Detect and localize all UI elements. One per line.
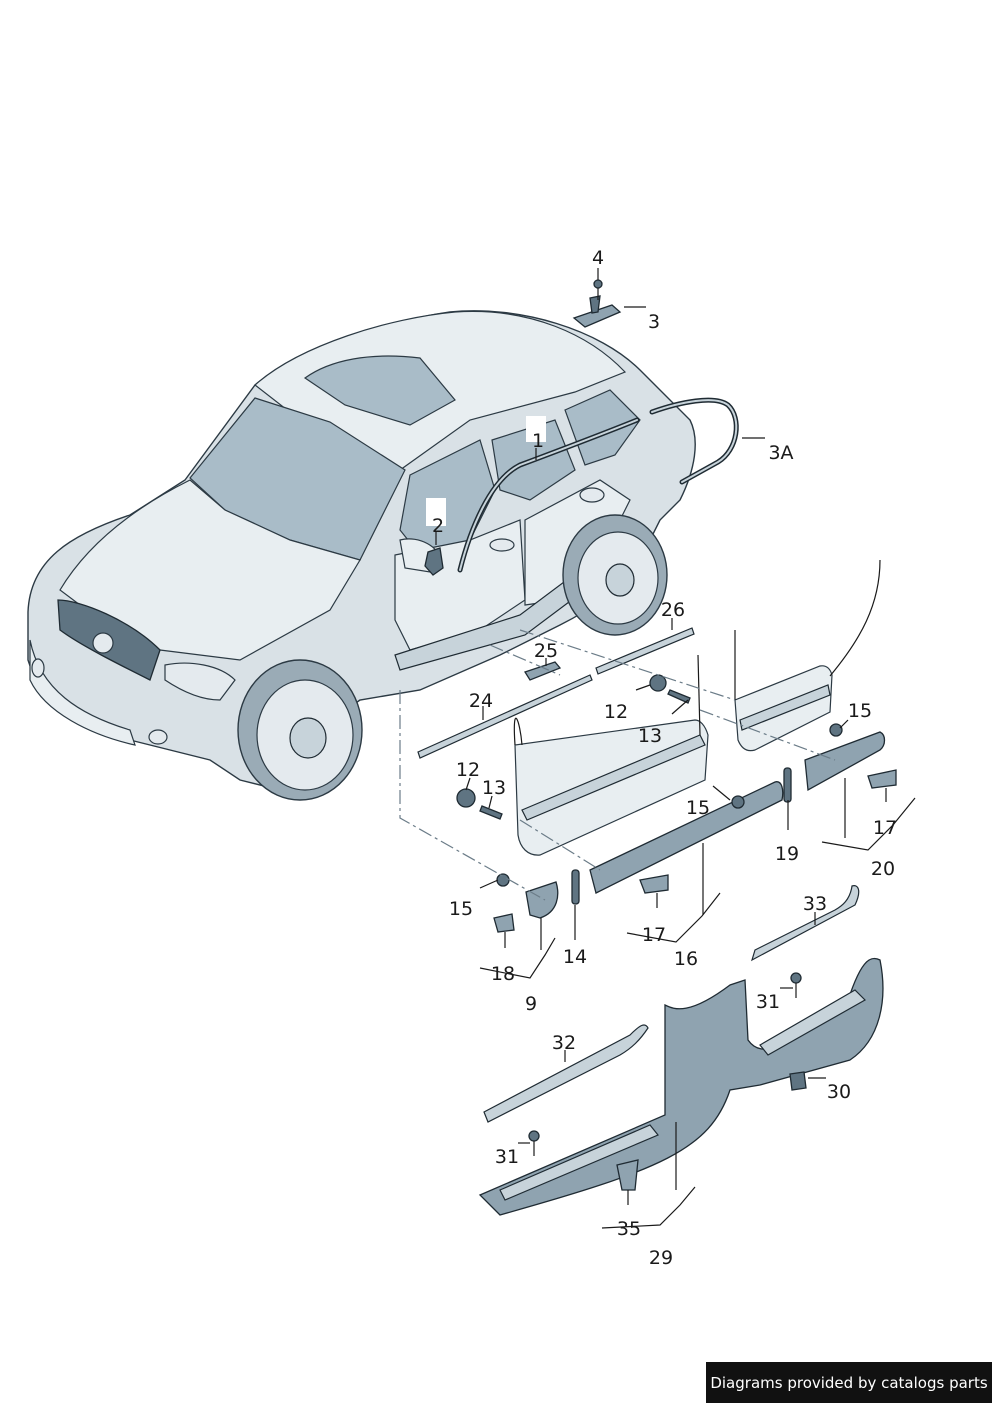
callout-4: 4 (592, 247, 604, 269)
footer-credit-text: Diagrams provided by catalogs parts (710, 1373, 988, 1392)
callout-12a: 12 (604, 701, 628, 723)
callout-15c: 15 (449, 898, 473, 920)
part-2-clip (424, 547, 444, 576)
part-24-strip (417, 674, 593, 759)
leader-lines (435, 268, 916, 1229)
part-30-nut (789, 1071, 807, 1091)
callout-35: 35 (617, 1218, 641, 1240)
part-13-screw (667, 689, 691, 704)
part-31-screw (790, 972, 802, 984)
footer-credit-badge: Diagrams provided by catalogs parts (706, 1362, 992, 1403)
callout-15a: 15 (848, 700, 872, 722)
callout-3a: 3A (768, 442, 793, 464)
part-32-scuff-plate (483, 1024, 649, 1123)
callout-3: 3 (648, 311, 660, 333)
part-18-clip (493, 913, 515, 933)
part-29-sill-panel (478, 957, 884, 1216)
part-17-clip (867, 769, 897, 789)
part-20-moulding (804, 731, 886, 792)
callout-19: 19 (775, 843, 799, 865)
callout-15b: 15 (686, 797, 710, 819)
callout-31a: 31 (756, 991, 780, 1013)
part-12-grommet (649, 674, 667, 692)
part-9-endcap (525, 881, 559, 919)
callout-labels: 4 3 3A 1 2 26 25 24 12 13 15 12 13 15 17… (432, 247, 897, 1269)
part-15-clip (829, 723, 843, 737)
callout-17b: 17 (642, 924, 666, 946)
callout-18: 18 (491, 963, 515, 985)
callout-20: 20 (871, 858, 895, 880)
part-33-scuff-plate (751, 885, 860, 962)
callout-31b: 31 (495, 1146, 519, 1168)
part-13-screw (479, 805, 503, 820)
part-15-clip (731, 795, 745, 809)
callout-12b: 12 (456, 759, 480, 781)
part-19-strip (783, 767, 792, 803)
callout-16: 16 (674, 948, 698, 970)
part-12-grommet (456, 788, 476, 808)
callout-9: 9 (525, 993, 537, 1015)
part-14-strip (571, 869, 580, 905)
callout-13b: 13 (482, 777, 506, 799)
callout-1: 1 (532, 430, 544, 452)
part-25-clip (524, 661, 562, 681)
callout-32: 32 (552, 1032, 576, 1054)
callout-2: 2 (432, 515, 444, 537)
callout-33: 33 (803, 893, 827, 915)
part-15-clip (496, 873, 510, 887)
callout-26: 26 (661, 599, 685, 621)
vehicle-illustration (27, 310, 696, 801)
part-17-clip (639, 874, 669, 894)
callout-13a: 13 (638, 725, 662, 747)
part-3-bracket (572, 295, 622, 328)
part-35-clip (616, 1159, 639, 1191)
callout-29: 29 (649, 1247, 673, 1269)
callout-25: 25 (534, 640, 558, 662)
part-16-moulding (589, 781, 784, 894)
callout-17a: 17 (873, 817, 897, 839)
callout-14: 14 (563, 946, 587, 968)
callout-24: 24 (469, 690, 493, 712)
part-31-screw (528, 1130, 540, 1142)
callout-30: 30 (827, 1081, 851, 1103)
